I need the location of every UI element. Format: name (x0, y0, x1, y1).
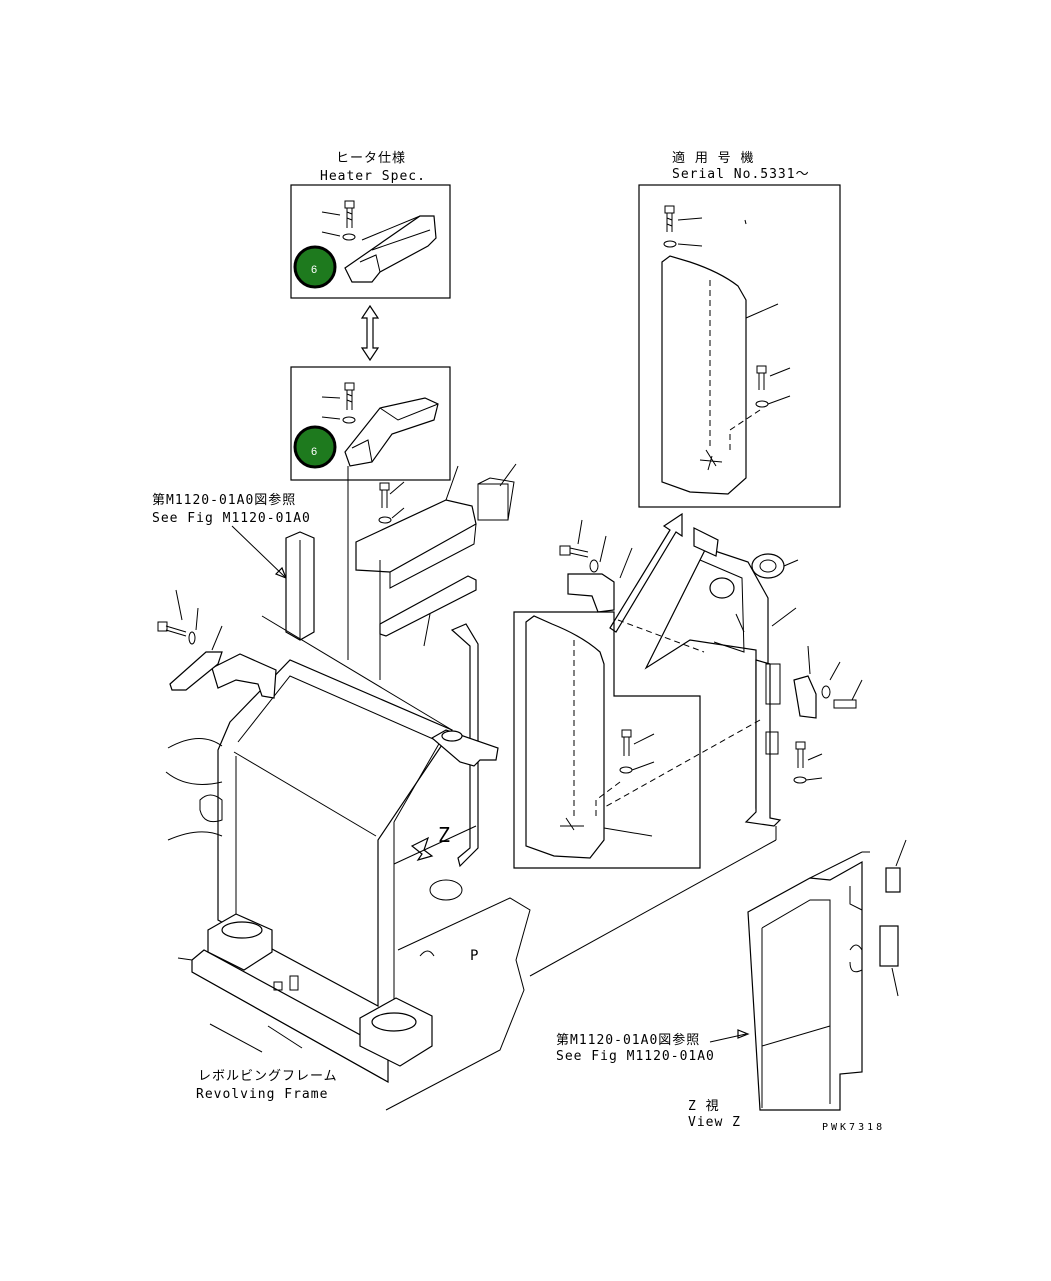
see-fig-bottom-label-jp: 第M1120-01A0図参照 (556, 1032, 700, 1048)
callout-6-standard[interactable]: 6 (293, 425, 337, 469)
door-assembly (559, 512, 863, 827)
heater-spec-detail (290, 184, 451, 299)
callout-6-standard-circle (293, 425, 337, 469)
cab-frame (157, 463, 531, 1111)
p-marker: P (470, 948, 479, 964)
heater-spec-label-en: Heater Spec. (320, 169, 426, 184)
standard-spec-detail (290, 366, 451, 660)
callout-6-heater[interactable]: 6 (293, 245, 337, 289)
see-fig-top-label-en: See Fig M1120-01A0 (152, 511, 311, 526)
serial-label-en: Serial No.5331～ (672, 167, 810, 182)
view-z-label-jp: Z 視 (688, 1099, 720, 1114)
see-fig-top-leader (231, 525, 287, 579)
callout-6-standard-number: 6 (311, 446, 317, 458)
callout-6-heater-number: 6 (311, 264, 317, 276)
revolving-frame-label-en: Revolving Frame (196, 1087, 328, 1102)
see-fig-top-label-jp: 第M1120-01A0図参照 (152, 492, 296, 508)
serial-detail (638, 184, 841, 508)
door-panel-detail (513, 611, 701, 869)
z-marker: Z (438, 823, 451, 847)
heater-spec-label-jp: ヒータ仕様 (336, 151, 406, 166)
z-view-leader (529, 839, 777, 977)
revolving-frame-label-jp: レボルビングフレーム (198, 1069, 338, 1084)
view-z-door (747, 839, 907, 1111)
swap-arrow-icon (360, 304, 380, 362)
callout-6-heater-circle (293, 245, 337, 289)
serial-label-jp: 適 用 号 機 (672, 150, 754, 166)
see-fig-bottom-label-en: See Fig M1120-01A0 (556, 1049, 715, 1064)
drawing-code: PWK7318 (822, 1122, 885, 1133)
view-z-label-en: View Z (688, 1115, 741, 1130)
